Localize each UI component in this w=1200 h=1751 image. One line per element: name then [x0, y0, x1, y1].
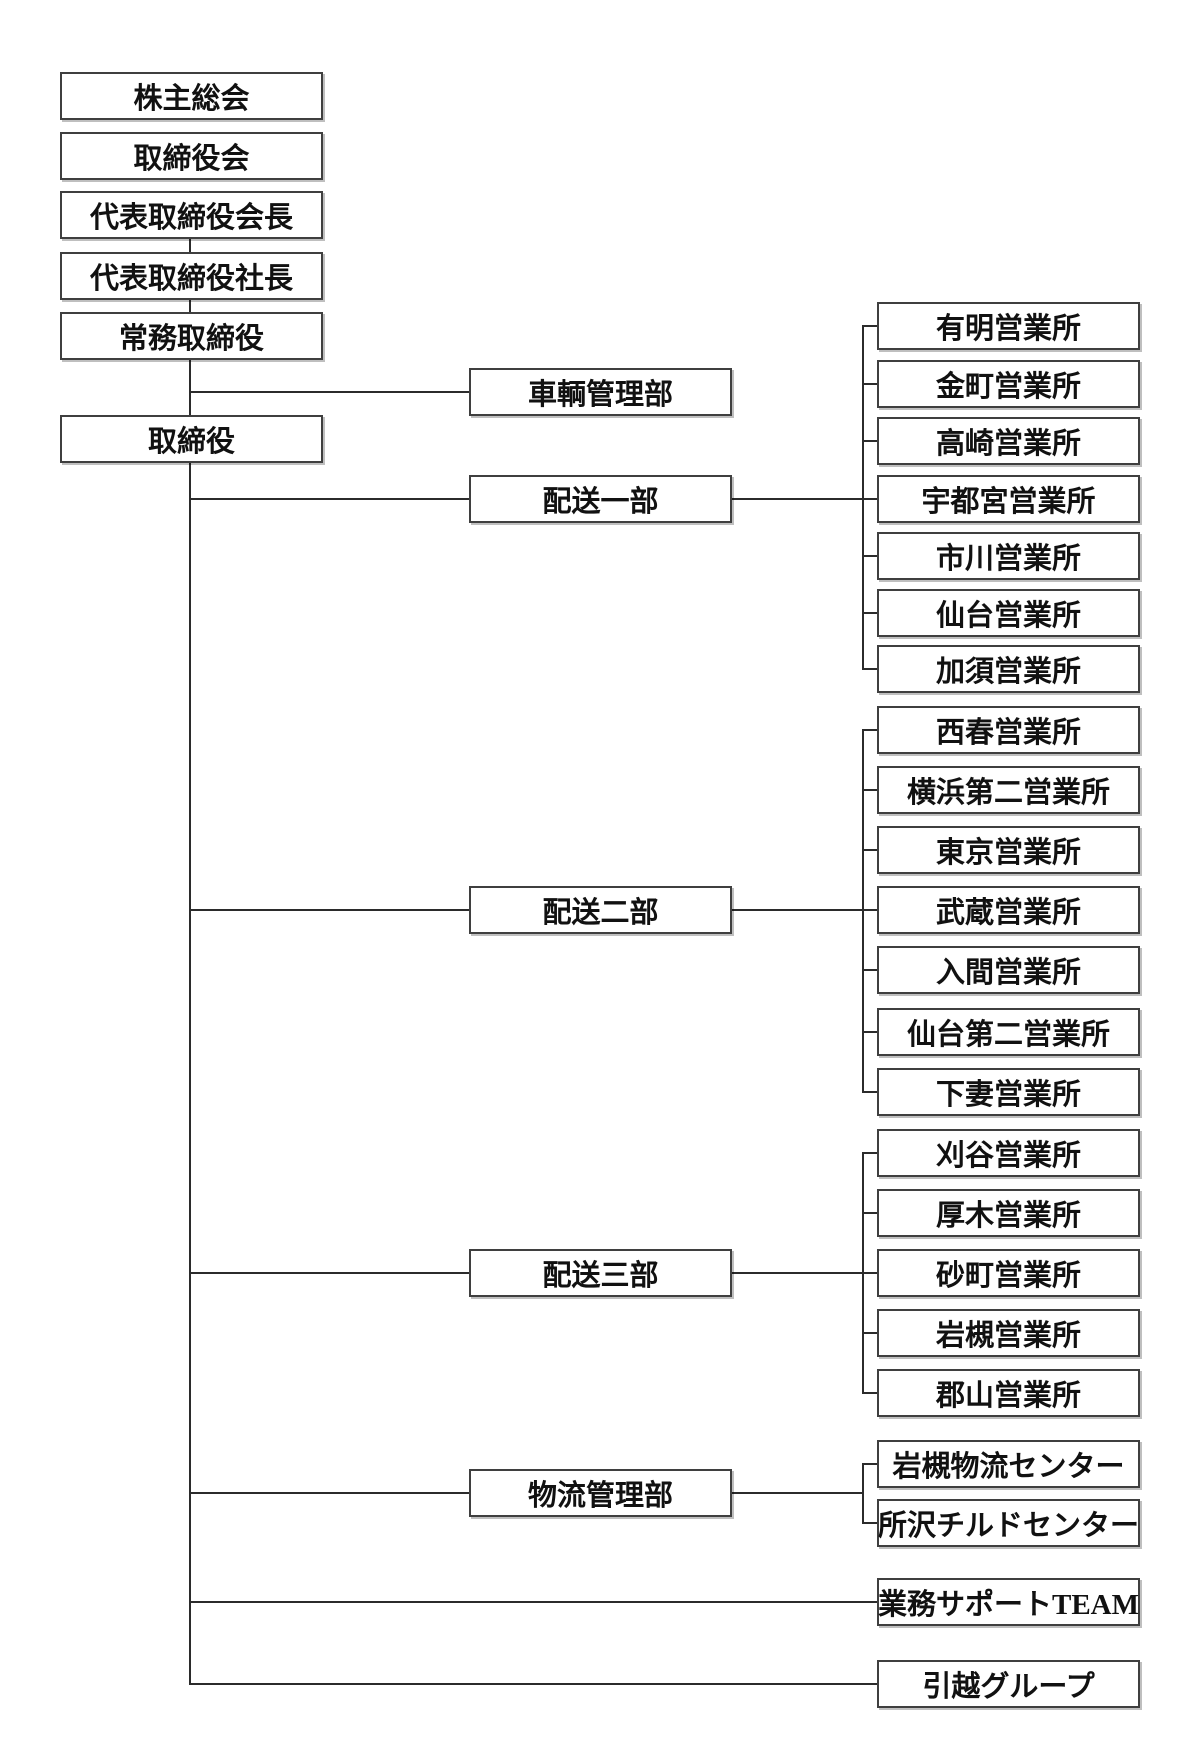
trunk-logistics-group: [862, 1463, 864, 1524]
branch-logistics-left: [190, 1492, 469, 1494]
office-sendai: 仙台営業所: [877, 589, 1140, 637]
office-sendai-daini: 仙台第二営業所: [877, 1008, 1140, 1056]
office-stub: [862, 668, 877, 670]
office-iwatsuki: 岩槻営業所: [877, 1309, 1140, 1357]
office-stub: [862, 729, 877, 731]
office-stub: [862, 1332, 877, 1334]
branch-vehicle-dept: [190, 391, 469, 393]
box-vehicle-management-dept: 車輌管理部: [469, 368, 732, 416]
office-iruma: 入間営業所: [877, 946, 1140, 994]
office-kariya: 刈谷営業所: [877, 1129, 1140, 1177]
office-stub: [862, 969, 877, 971]
office-stub: [862, 1522, 877, 1524]
office-musashi: 武蔵営業所: [877, 886, 1140, 934]
branch-delivery-2-right: [732, 909, 877, 911]
branch-delivery-1-left: [190, 498, 469, 500]
office-yokohama-daini: 横浜第二営業所: [877, 766, 1140, 814]
office-ariake: 有明営業所: [877, 302, 1140, 350]
branch-logistics-right: [732, 1492, 864, 1494]
office-koriyama: 郡山営業所: [877, 1369, 1140, 1417]
branch-delivery-3-left: [190, 1272, 469, 1274]
office-stub: [862, 1031, 877, 1033]
branch-delivery-3-right: [732, 1272, 877, 1274]
office-stub: [862, 1152, 877, 1154]
box-gyomu-support-team: 業務サポートTEAM: [877, 1578, 1140, 1626]
office-stub: [862, 1091, 877, 1093]
box-representative-director-chairman: 代表取締役会長: [60, 191, 323, 239]
office-stub: [862, 325, 877, 327]
box-director: 取締役: [60, 415, 323, 463]
office-stub: [862, 1212, 877, 1214]
box-logistics-management-dept: 物流管理部: [469, 1469, 732, 1517]
box-board-of-directors: 取締役会: [60, 132, 323, 180]
branch-delivery-2-left: [190, 909, 469, 911]
box-delivery-dept-3: 配送三部: [469, 1249, 732, 1297]
office-kanamachi: 金町営業所: [877, 360, 1140, 408]
center-tokorozawa-chilled: 所沢チルドセンター: [877, 1499, 1140, 1547]
office-atsugi: 厚木営業所: [877, 1189, 1140, 1237]
branch-delivery-1-right: [732, 498, 877, 500]
office-shimotsuma: 下妻営業所: [877, 1068, 1140, 1116]
office-stub: [862, 612, 877, 614]
office-stub: [862, 383, 877, 385]
trunk-delivery-3-group: [862, 1152, 864, 1394]
box-hikkoshi-group: 引越グループ: [877, 1660, 1140, 1708]
box-delivery-dept-2: 配送二部: [469, 886, 732, 934]
office-takasaki: 高崎営業所: [877, 417, 1140, 465]
office-sunamachi: 砂町営業所: [877, 1249, 1140, 1297]
connector-managing-director: [189, 360, 191, 415]
office-stub: [862, 849, 877, 851]
box-senior-managing-director: 常務取締役: [60, 312, 323, 360]
office-stub: [862, 789, 877, 791]
box-shareholders-meeting: 株主総会: [60, 72, 323, 120]
branch-support-team: [190, 1601, 877, 1603]
center-iwatsuki-logistics: 岩槻物流センター: [877, 1440, 1140, 1488]
trunk-delivery-1-group: [862, 325, 864, 670]
office-utsunomiya: 宇都宮営業所: [877, 475, 1140, 523]
office-stub: [862, 555, 877, 557]
trunk-delivery-2-group: [862, 729, 864, 1093]
office-nishiharu: 西春営業所: [877, 706, 1140, 754]
connector-main-trunk: [189, 463, 191, 1685]
office-stub: [862, 440, 877, 442]
box-representative-director-president: 代表取締役社長: [60, 252, 323, 300]
office-tokyo: 東京営業所: [877, 826, 1140, 874]
office-ichikawa: 市川営業所: [877, 532, 1140, 580]
connector-chairman-president: [189, 239, 191, 252]
office-stub: [862, 1392, 877, 1394]
office-kazo: 加須営業所: [877, 645, 1140, 693]
office-stub: [862, 1463, 877, 1465]
connector-president-managing: [189, 300, 191, 312]
box-delivery-dept-1: 配送一部: [469, 475, 732, 523]
branch-moving-group: [190, 1683, 877, 1685]
